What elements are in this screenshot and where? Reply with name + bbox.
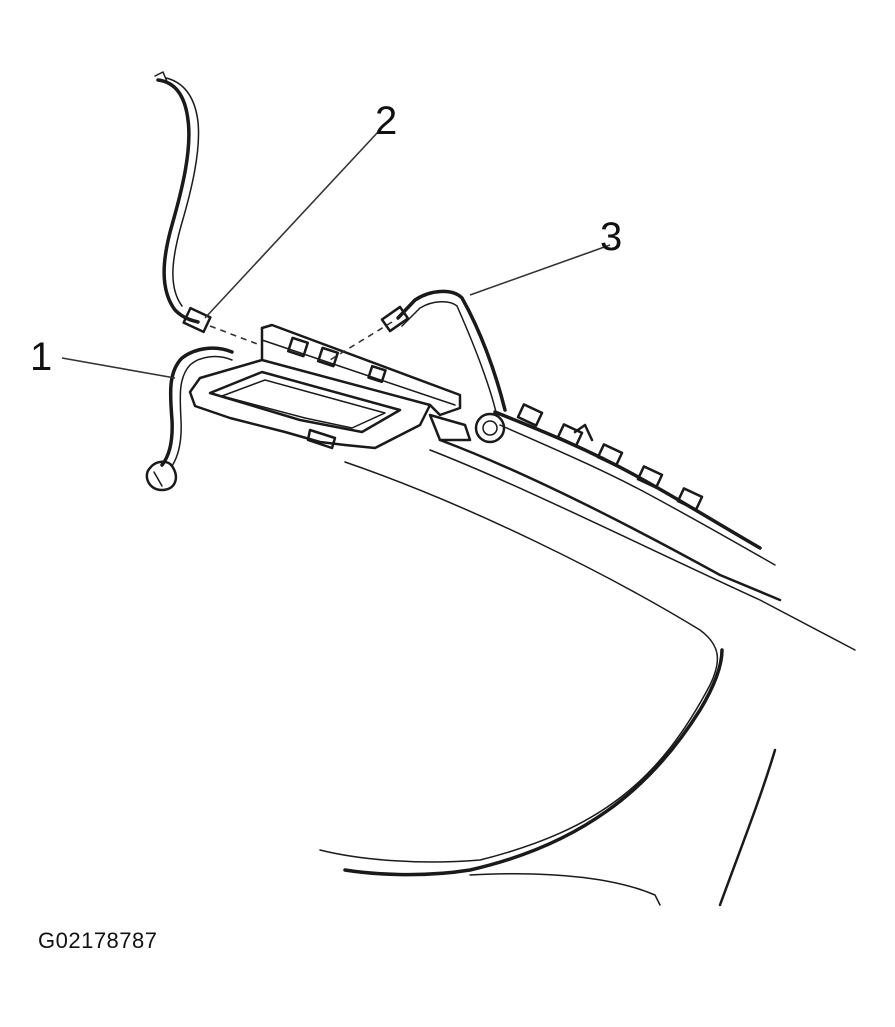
leader-dash-2	[209, 325, 261, 346]
leader-dash-3	[329, 321, 393, 361]
upper-cable	[154, 71, 212, 334]
leader-line-3	[469, 244, 611, 296]
right-cable	[380, 289, 507, 413]
callout-3: 3	[600, 215, 622, 259]
leader-line-1	[61, 357, 176, 379]
figure-id: G02178787	[38, 928, 158, 953]
control-module	[188, 323, 506, 450]
leader-line-2	[204, 131, 379, 319]
callout-2: 2	[375, 99, 397, 143]
left-cable	[145, 346, 234, 492]
body-panel-lines	[319, 438, 856, 907]
roof-harness	[493, 403, 776, 566]
callout-1: 1	[30, 335, 52, 379]
